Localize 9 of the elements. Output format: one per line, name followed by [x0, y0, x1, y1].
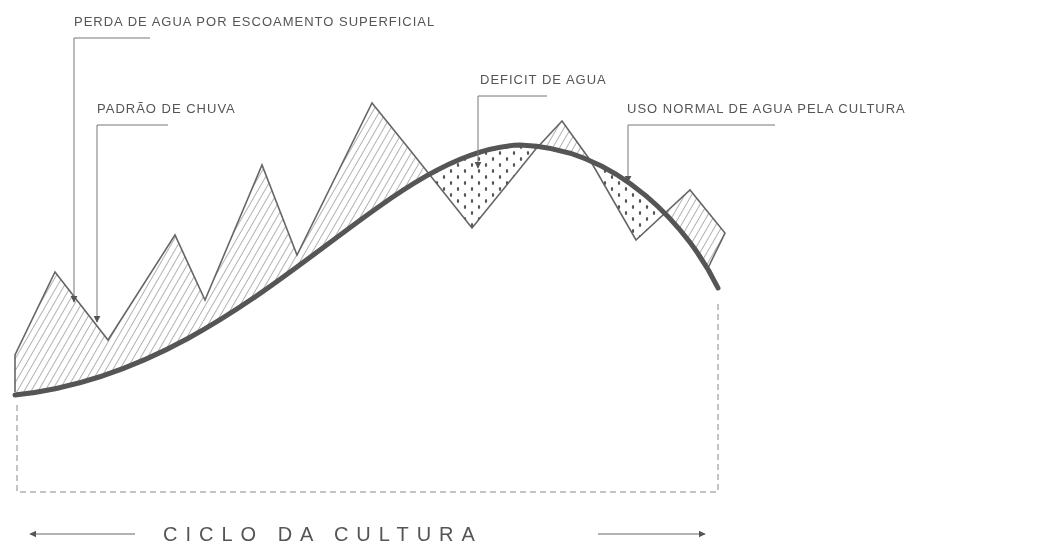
leader-line: [70, 37, 151, 303]
callout-label: USO NORMAL DE AGUA PELA CULTURA: [627, 101, 906, 125]
callout-label: PERDA DE AGUA POR ESCOAMENTO SUPERFICIAL: [74, 14, 436, 38]
callout-label: PADRÃO DE CHUVA: [97, 101, 236, 125]
leader-line: [474, 95, 548, 169]
leader-line: [624, 124, 776, 183]
leader-line: [93, 124, 169, 323]
span-label: CICLO DA CULTURA: [163, 522, 483, 546]
callout-label: DEFICIT DE AGUA: [480, 72, 607, 96]
